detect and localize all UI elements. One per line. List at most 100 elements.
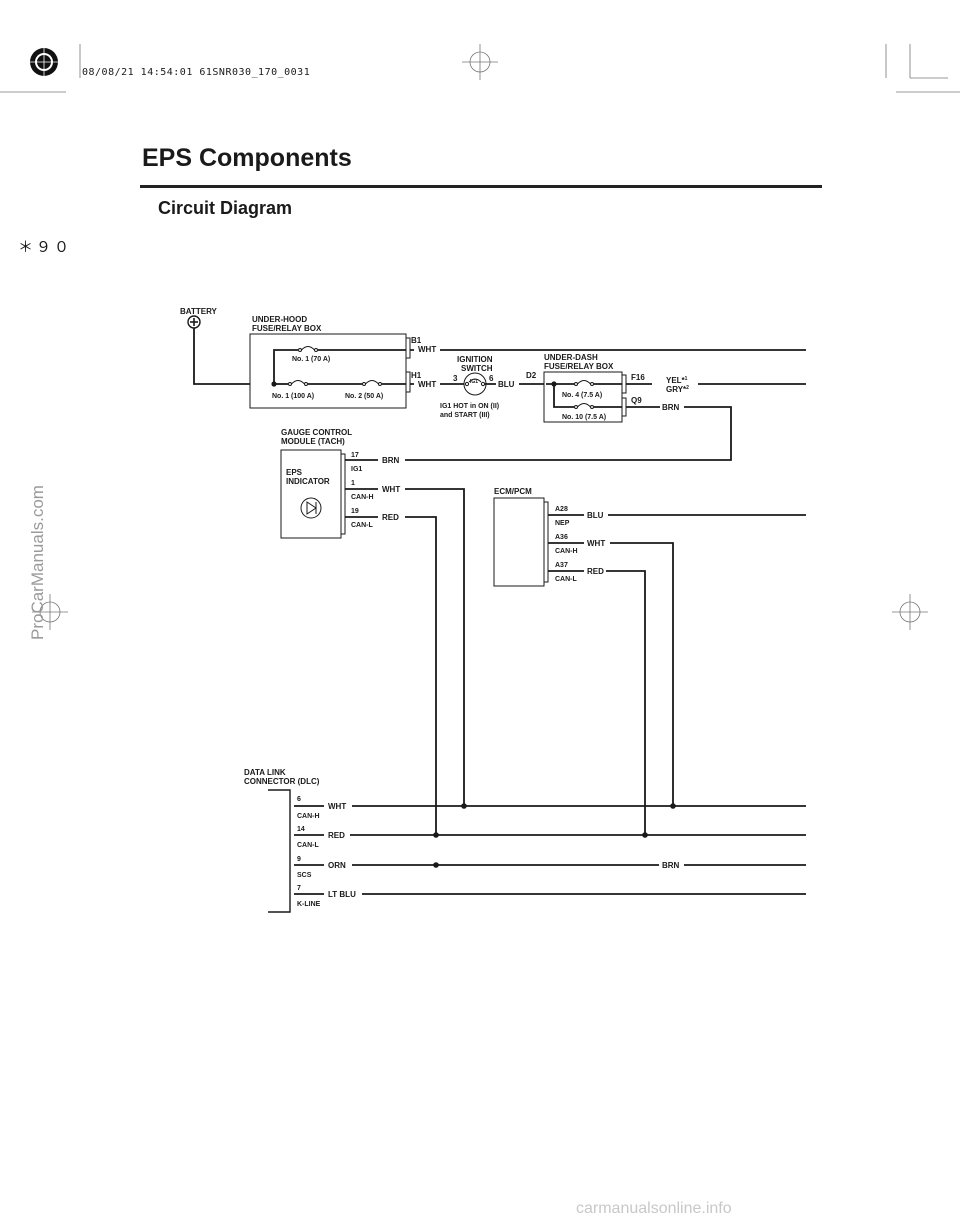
- gauge-label-2: MODULE (TACH): [281, 437, 345, 446]
- fuse-10-label: No. 10 (7.5 A): [562, 414, 606, 421]
- connector-d2-label: D2: [526, 371, 537, 380]
- fuse-4-label: No. 4 (7.5 A): [562, 392, 602, 399]
- wire-ignition-color: BLU: [498, 380, 515, 389]
- ignition-switch-icon: [463, 372, 487, 396]
- page-title: EPS Components: [142, 144, 352, 172]
- wire-ecm-wht-color: WHT: [587, 539, 605, 548]
- splice-canl-ecm: [642, 832, 648, 838]
- crop-mark-top-left: [0, 44, 81, 93]
- ignition-ig1-label: IG1: [470, 379, 478, 385]
- gauge-pin-19: 19: [351, 508, 359, 515]
- ecm-box: [493, 497, 545, 587]
- dlc-label-1: DATA LINK: [244, 768, 286, 777]
- fuse-70a-icon: [298, 346, 318, 352]
- crop-mark-top-right: [885, 44, 960, 93]
- wire-dlc-orn-color: ORN: [328, 861, 346, 870]
- dlc-connector-bracket: [268, 789, 291, 913]
- footer-watermark: carmanualsonline.info: [576, 1200, 732, 1217]
- underdash-label-2: FUSE/RELAY BOX: [544, 362, 614, 371]
- section-title: Circuit Diagram: [158, 198, 293, 218]
- underhood-label-2: FUSE/RELAY BOX: [252, 324, 322, 333]
- dlc-label-2: CONNECTOR (DLC): [244, 777, 320, 786]
- ecm-pin-a36: A36: [555, 534, 568, 541]
- wire-ecm-canh-wht: [548, 542, 674, 806]
- title-rule: [140, 185, 822, 188]
- connector-b1-label: B1: [411, 336, 422, 345]
- gauge-pin-canh: CAN-H: [351, 494, 374, 501]
- registration-target-left: [32, 594, 68, 630]
- ignition-note-2: and START (III): [440, 412, 490, 419]
- wire-dlc-red-color: RED: [328, 831, 345, 840]
- print-timestamp: 08/08/21 14:54:01 61SNR030_170_0031: [82, 67, 311, 78]
- ignition-pin-6: 6: [489, 374, 494, 383]
- wire-dlc-wht-color: WHT: [328, 802, 346, 811]
- fuse-50a-label: No. 2 (50 A): [345, 393, 383, 400]
- underdash-junction-dot: [551, 381, 557, 387]
- wire-gauge-canl-red: [345, 516, 437, 835]
- splice-scs: [433, 862, 439, 868]
- connector-f16-label: F16: [631, 373, 645, 382]
- battery-wire: [193, 328, 274, 385]
- underhood-connector-h1: [405, 371, 411, 393]
- ignition-label-1: IGNITION: [457, 355, 493, 364]
- wire-ecm-canl-red: [548, 570, 646, 835]
- dlc-pin-14: 14: [297, 826, 305, 833]
- wire-gauge-red-color: RED: [382, 513, 399, 522]
- fuse-100a-label: No. 1 (100 A): [272, 393, 314, 400]
- wire-h1-color: WHT: [418, 380, 436, 389]
- splice-canh-ecm: [670, 803, 676, 809]
- wire-q9-brn: [405, 406, 732, 461]
- wire-dlc-ltblu-color: LT BLU: [328, 890, 356, 899]
- splice-canh-gauge: [461, 803, 467, 809]
- wire-q9-color: BRN: [662, 403, 680, 412]
- wire-b1-color: WHT: [418, 345, 436, 354]
- connector-q9-label: Q9: [631, 396, 642, 405]
- underhood-box: [249, 333, 407, 409]
- dlc-pin-kline: K-LINE: [297, 901, 321, 908]
- ignition-label-2: SWITCH: [461, 364, 493, 373]
- dlc-pin-7: 7: [297, 885, 301, 892]
- underdash-connector-f16: [621, 374, 627, 394]
- underhood-label-1: UNDER-HOOD: [252, 315, 307, 324]
- registration-target-right: [892, 594, 928, 630]
- fuse-4-icon: [574, 380, 594, 386]
- gauge-label-1: GAUGE CONTROL: [281, 428, 352, 437]
- battery-symbol: [187, 315, 201, 329]
- underhood-junction-dot: [271, 381, 277, 387]
- wire-ecm-red-color: RED: [587, 567, 604, 576]
- wire-f16-color-2: GRY*2: [666, 385, 689, 394]
- ecm-pin-canh: CAN-H: [555, 548, 578, 555]
- ignition-pin-3: 3: [453, 374, 458, 383]
- underhood-connector-b1: [405, 337, 411, 359]
- connector-h1-label: H1: [411, 371, 422, 380]
- fuse-100a-icon: [288, 380, 308, 386]
- fuse-50a-icon: [362, 380, 382, 386]
- gauge-pin-canl: CAN-L: [351, 522, 373, 529]
- page-marker: ＊９０: [18, 238, 73, 256]
- dlc-pin-6: 6: [297, 796, 301, 803]
- splice-canl-gauge: [433, 832, 439, 838]
- wire-yel-label: YEL*: [666, 376, 686, 385]
- underdash-connector-q9: [621, 397, 627, 417]
- eps-indicator-lamp-icon: [300, 497, 322, 519]
- ecm-pin-a37: A37: [555, 562, 568, 569]
- registration-target-top: [462, 44, 498, 80]
- eps-indicator-label-2: INDICATOR: [286, 477, 330, 486]
- dlc-pin-canl: CAN-L: [297, 842, 319, 849]
- underdash-q9-internal-a: [553, 384, 574, 408]
- ecm-connector: [543, 501, 549, 583]
- battery-label: BATTERY: [180, 307, 218, 316]
- ecm-pin-nep: NEP: [555, 520, 570, 527]
- wire-gauge-canh-wht: [345, 488, 465, 806]
- underdash-label-1: UNDER-DASH: [544, 353, 598, 362]
- ecm-label: ECM/PCM: [494, 487, 532, 496]
- gauge-pin-1: 1: [351, 480, 355, 487]
- underhood-bus-wire: [273, 349, 298, 384]
- eps-indicator-label-1: EPS: [286, 468, 303, 477]
- gauge-module-box: [280, 449, 342, 539]
- wire-ecm-blu-color: BLU: [587, 511, 604, 520]
- fuse-10-icon: [574, 403, 594, 409]
- registration-disc-icon: [26, 44, 62, 80]
